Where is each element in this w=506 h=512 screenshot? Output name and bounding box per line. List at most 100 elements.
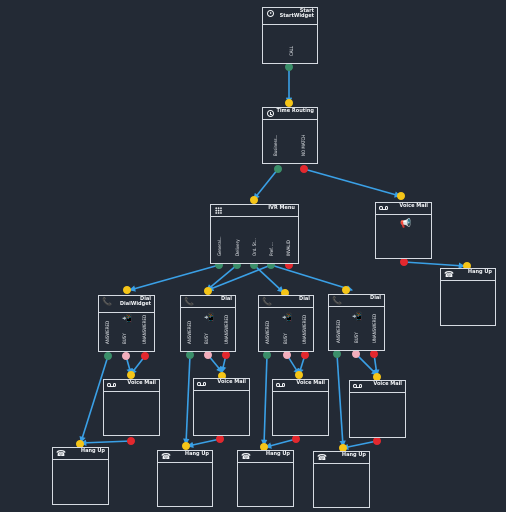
megaphone-icon: 📢 xyxy=(400,219,412,229)
connection-port-dot[interactable] xyxy=(285,63,293,71)
port-label-no-match: NO MATCH xyxy=(301,134,306,156)
phone-forward-icon: 📲 xyxy=(282,313,292,322)
port-label-busy: BUSY xyxy=(122,333,127,344)
port-label-busy: BUSY xyxy=(204,333,209,344)
port-label-unanswered: UNANSWERED xyxy=(224,314,229,344)
connection-port-dot[interactable] xyxy=(285,99,293,107)
phone-forward-icon: 📲 xyxy=(122,314,132,323)
connection-port-dot[interactable] xyxy=(127,437,135,445)
widget-title: Hang Up xyxy=(184,451,209,457)
connection-port-dot[interactable] xyxy=(373,437,381,445)
connection-port-dot[interactable] xyxy=(301,351,309,359)
voice-mail-widget-top[interactable]: Voice Mail 📢 xyxy=(375,202,432,259)
connection-port-dot[interactable] xyxy=(283,351,291,359)
connection-port-dot[interactable] xyxy=(127,371,135,379)
connector-line xyxy=(128,264,220,292)
connection-port-dot[interactable] xyxy=(123,286,131,294)
connector-line xyxy=(270,264,354,292)
connection-port-dot[interactable] xyxy=(76,440,84,448)
hang-up-widget-right[interactable]: ☎ Hang Up xyxy=(440,268,496,326)
widget-title: Hang Up xyxy=(265,451,290,457)
port-label-unanswered: UNANSWERED xyxy=(302,314,307,344)
connector-line xyxy=(260,354,268,447)
connector-line xyxy=(341,440,378,451)
connector-line xyxy=(206,264,238,291)
widget-title: Hang Up xyxy=(80,448,105,454)
connection-port-dot[interactable] xyxy=(260,443,268,451)
connection-port-dot[interactable] xyxy=(216,435,224,443)
connection-port-dot[interactable] xyxy=(222,351,230,359)
widget-title: IVR Menu xyxy=(268,205,295,211)
voicemail-icon xyxy=(276,381,285,390)
connection-port-dot[interactable] xyxy=(370,350,378,358)
widget-title: Dial xyxy=(221,296,232,302)
port-label-delivery: Delivery xyxy=(235,239,240,256)
desk-phone-icon: ☎ xyxy=(161,452,171,461)
connection-port-dot[interactable] xyxy=(352,350,360,358)
port-label-busy: BUSY xyxy=(354,332,359,343)
connector-line xyxy=(183,354,191,446)
connection-port-dot[interactable] xyxy=(274,165,282,173)
voice-mail-widget-2[interactable]: Voice Mail xyxy=(193,378,250,436)
connection-port-dot[interactable] xyxy=(339,444,347,452)
hang-up-widget-3[interactable]: ☎ Hang Up xyxy=(237,450,294,507)
clock-icon xyxy=(266,109,275,118)
connection-port-dot[interactable] xyxy=(104,352,112,360)
connection-port-dot[interactable] xyxy=(204,351,212,359)
voice-mail-widget-4[interactable]: Voice Mail xyxy=(349,380,406,438)
connection-port-dot[interactable] xyxy=(186,351,194,359)
connector-line xyxy=(303,168,402,198)
connection-port-dot[interactable] xyxy=(373,373,381,381)
widget-title: Dial xyxy=(299,296,310,302)
play-circle-icon xyxy=(266,9,275,18)
dial-widget-3[interactable]: 📞 Dial 📲 ANSWERED BUSY UNANSWERED xyxy=(258,295,314,352)
ivr-menu-widget[interactable]: IVR Menu General... Delivery Ord. St... … xyxy=(210,204,299,264)
widget-title: Voice Mail xyxy=(217,379,246,385)
port-label-general: General... xyxy=(217,236,222,256)
voice-mail-widget-3[interactable]: Voice Mail xyxy=(272,379,329,436)
voicemail-icon xyxy=(197,380,206,389)
port-label-unanswered: UNANSWERED xyxy=(142,314,147,344)
connector-line xyxy=(79,439,132,446)
connection-port-dot[interactable] xyxy=(400,258,408,266)
port-label-answered: ANSWERED xyxy=(187,320,192,344)
connection-port-dot[interactable] xyxy=(250,196,258,204)
connection-port-dot[interactable] xyxy=(295,371,303,379)
connector-line xyxy=(264,438,297,449)
connection-port-dot[interactable] xyxy=(342,286,350,294)
connection-port-dot[interactable] xyxy=(397,192,405,200)
hang-up-widget-4[interactable]: ☎ Hang Up xyxy=(313,451,370,508)
keypad-grid-icon xyxy=(214,206,223,215)
phone-forward-icon: 📲 xyxy=(352,312,362,321)
connector-line xyxy=(336,353,346,448)
hang-up-widget-2[interactable]: ☎ Hang Up xyxy=(157,450,213,507)
time-routing-widget[interactable]: Time Routing Business... NO MATCH xyxy=(262,107,318,164)
connection-port-dot[interactable] xyxy=(204,287,212,295)
connection-port-dot[interactable] xyxy=(122,352,130,360)
connection-port-dot[interactable] xyxy=(300,165,308,173)
hang-up-widget-1[interactable]: ☎ Hang Up xyxy=(52,447,109,505)
widget-title: Dial xyxy=(370,295,381,301)
connection-port-dot[interactable] xyxy=(182,442,190,450)
desk-phone-icon: ☎ xyxy=(241,452,251,461)
connection-port-dot[interactable] xyxy=(333,350,341,358)
voice-mail-widget-1[interactable]: Voice Mail xyxy=(103,379,160,436)
connector-line xyxy=(79,355,109,444)
dial-widget-4[interactable]: 📞 Dial 📲 ANSWERED BUSY UNANSWERED xyxy=(328,294,385,351)
connection-port-dot[interactable] xyxy=(141,352,149,360)
connection-port-dot[interactable] xyxy=(292,435,300,443)
phone-forward-icon: 📲 xyxy=(204,313,214,322)
connector-line xyxy=(207,264,272,292)
port-label-invalid: INVALID xyxy=(286,240,291,256)
connector-line xyxy=(253,264,284,293)
dial-widget-2[interactable]: 📞 Dial 📲 ANSWERED BUSY UNANSWERED xyxy=(180,295,236,352)
widget-title: Hang Up xyxy=(341,452,366,458)
phone-icon: 📞 xyxy=(262,297,272,306)
phone-icon: 📞 xyxy=(332,296,342,305)
port-label-order-status: Ord. St... xyxy=(252,238,257,256)
connection-port-dot[interactable] xyxy=(263,351,271,359)
